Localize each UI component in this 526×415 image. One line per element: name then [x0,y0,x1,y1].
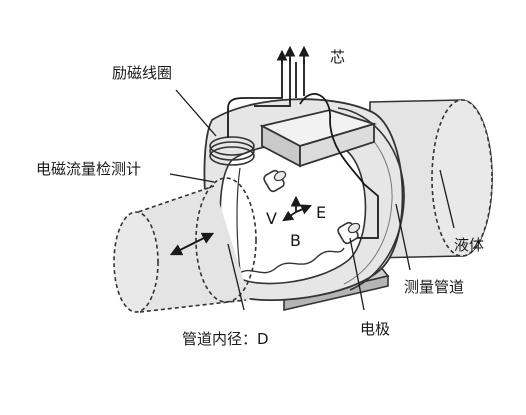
coil-label: 励磁线圈 [112,64,172,82]
axis-v-label: V [266,209,277,228]
axis-e-label: E [316,203,326,222]
wire-arrows [276,45,310,64]
electrode-bottom [337,221,361,245]
vbe-axes [282,195,312,222]
excitation-coil [209,136,255,166]
meter-label: 电磁流量检测计 [36,160,141,178]
magnet-core [259,109,378,168]
axis-b-label: B [290,231,301,250]
core-label: 芯 [330,48,345,66]
pipe-label: 测量管道 [404,278,464,296]
electrode-label: 电极 [360,320,390,338]
liquid-label: 液体 [454,236,484,254]
leader-lines [169,89,455,311]
diameter-label: 管道内径：D [182,330,269,348]
wires [227,58,379,239]
electrode-top [263,169,287,193]
diameter-arrow [169,232,215,256]
